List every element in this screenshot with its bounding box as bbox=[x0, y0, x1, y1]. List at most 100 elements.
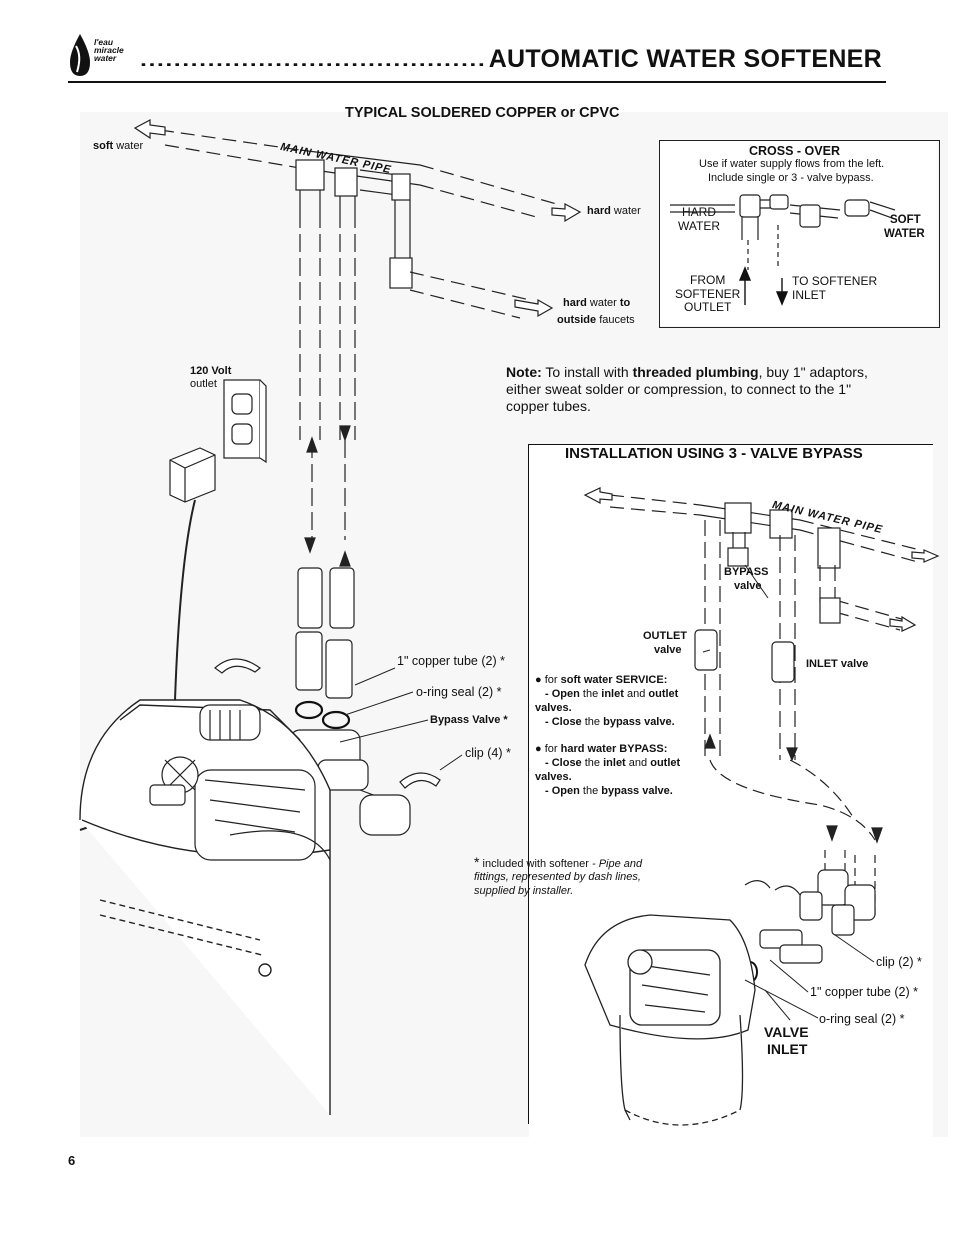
inlet-valve-text: valve bbox=[840, 658, 869, 670]
soft-water-label-bold: soft bbox=[93, 140, 114, 152]
bypass-step-2-open: - Open bbox=[545, 785, 580, 797]
o-ring-label: o-ring seal (2) * bbox=[416, 685, 502, 699]
logo-wordmark: l'eau miracle water bbox=[94, 37, 124, 63]
service-title: soft water SERVICE: bbox=[560, 674, 668, 686]
volt-label: 120 Volt bbox=[190, 365, 232, 377]
service-step-1-valves: valves. bbox=[535, 702, 572, 714]
inlet-valve-label: INLET valve bbox=[806, 658, 868, 671]
install-o-ring-label: o-ring seal (2) * bbox=[819, 1012, 905, 1026]
valve-inlet-label-1: VALVE bbox=[764, 1024, 809, 1040]
outlet-valve-title: OUTLET bbox=[643, 630, 687, 642]
leader-lines bbox=[339, 564, 875, 1021]
bypass-valve-sub: valve bbox=[734, 580, 762, 592]
hard-water-label: hard water bbox=[587, 205, 641, 218]
outside-faucets-line-2: outside faucets bbox=[557, 314, 635, 327]
bypass-step-2-bypass: bypass valve. bbox=[601, 785, 673, 797]
service-bullet: ● for bbox=[535, 674, 558, 686]
hard-water-label-bold: hard bbox=[587, 205, 611, 217]
install-copper-tube-label: 1" copper tube (2) * bbox=[810, 985, 918, 999]
footnote-star: * bbox=[474, 854, 480, 870]
soft-water-label-text: water bbox=[116, 140, 144, 152]
install-box-top-rule bbox=[528, 444, 933, 445]
install-box-left-rule bbox=[528, 444, 529, 1124]
note-label: Note: bbox=[506, 364, 542, 380]
crossover-to-1: TO SOFTENER bbox=[792, 274, 878, 288]
page-title: AUTOMATIC WATER SOFTENER bbox=[488, 45, 882, 73]
hard-water-label-text: water bbox=[613, 205, 641, 217]
outside-faucets-line-1: hard water to bbox=[563, 297, 630, 310]
footnote-line-1: * included with softener - Pipe and bbox=[474, 854, 643, 871]
footnote-line-3: supplied by installer. bbox=[474, 885, 574, 897]
install-title: INSTALLATION USING 3 - VALVE BYPASS bbox=[565, 445, 863, 462]
bypass-step-2: - Open the bypass valve. bbox=[545, 785, 673, 798]
bypass-step-1-inlet: inlet bbox=[603, 757, 626, 769]
outside-faucets-bold-3: outside bbox=[557, 314, 597, 326]
service-step-2-close: - Close bbox=[545, 716, 582, 728]
service-step-2-the: the bbox=[584, 716, 601, 728]
page-number: 6 bbox=[68, 1153, 76, 1168]
outside-faucets-text-1: water bbox=[589, 297, 617, 309]
bypass-step-1-the: the bbox=[584, 757, 601, 769]
footnote-italic-1: - Pipe and bbox=[591, 858, 643, 870]
threaded-plumbing-note: Note: To install with threaded plumbing,… bbox=[506, 364, 876, 415]
bypass-bullet: ● for bbox=[535, 743, 558, 755]
service-step-1-inlet: inlet bbox=[601, 688, 624, 700]
o-ring-seals bbox=[294, 700, 351, 730]
control-valve-left bbox=[149, 704, 331, 861]
valve-inlet-label-2: INLET bbox=[767, 1041, 808, 1057]
crossover-hard-1: HARD bbox=[682, 205, 717, 219]
service-step-1-and: and bbox=[626, 688, 646, 700]
bypass-step-1-valves: valves. bbox=[535, 771, 572, 783]
crossover-line-2: Include single or 3 - valve bypass. bbox=[708, 172, 874, 184]
logo-line-1: l'eau bbox=[94, 37, 114, 47]
outside-faucets-bold-2: to bbox=[619, 297, 631, 309]
crossover-title: CROSS - OVER bbox=[749, 144, 840, 158]
footnote-line-2: fittings, represented by dash lines, bbox=[474, 871, 641, 883]
service-step-1-open: - Open bbox=[545, 688, 580, 700]
main-water-pipe-left bbox=[159, 129, 561, 540]
service-step-2: - Close the bypass valve. bbox=[545, 716, 675, 729]
flow-arrows-left bbox=[133, 119, 582, 567]
bypass-title: hard water BYPASS: bbox=[560, 743, 668, 755]
note-text-2: , buy 1" adaptors, either sweat solder o… bbox=[506, 364, 868, 414]
crossover-to-2: INLET bbox=[792, 288, 827, 302]
crossover-from-1: FROM bbox=[690, 273, 726, 287]
crossover-background bbox=[660, 141, 937, 326]
outside-faucets-bold-1: hard bbox=[563, 297, 587, 309]
crossover-soft-2: WATER bbox=[884, 228, 925, 240]
crossover-arrows bbox=[738, 266, 789, 306]
bypass-step-1: - Close the inlet and outlet bbox=[545, 757, 680, 770]
bypass-step-2-the: the bbox=[582, 785, 599, 797]
copper-tubes bbox=[295, 567, 355, 699]
softener-tank-right bbox=[584, 914, 756, 1126]
service-heading: ● for soft water SERVICE: bbox=[535, 674, 667, 687]
bypass-heading: ● for hard water BYPASS: bbox=[535, 743, 667, 756]
clips bbox=[214, 658, 441, 789]
install-clip-label: clip (2) * bbox=[876, 955, 922, 969]
header-leader-dots: ........................................… bbox=[140, 52, 485, 66]
flow-arrows-right bbox=[583, 487, 940, 844]
crossover-line-1: Use if water supply flows from the left. bbox=[699, 158, 885, 170]
bypass-step-1-close: - Close bbox=[545, 757, 582, 769]
service-step-1: - Open the inlet and outlet bbox=[545, 688, 678, 701]
crossover-from-2: SOFTENER bbox=[675, 287, 741, 301]
logo-line-2: miracle bbox=[94, 45, 124, 55]
bypass-step-1-and: and bbox=[628, 757, 648, 769]
service-step-1-outlet: outlet bbox=[648, 688, 679, 700]
copper-tube-label: 1" copper tube (2) * bbox=[397, 654, 505, 668]
install-fittings bbox=[744, 850, 876, 964]
logo-line-3: water bbox=[94, 53, 117, 63]
diagram-subtitle: TYPICAL SOLDERED COPPER or CPVC bbox=[345, 105, 620, 121]
bypass-valve-title: BYPASS bbox=[724, 566, 769, 578]
outlet-label: outlet bbox=[190, 378, 217, 390]
crossover-hard-2: WATER bbox=[678, 219, 720, 233]
inlet-valve-bold: INLET bbox=[806, 658, 838, 670]
crossover-soft-1: SOFT bbox=[890, 214, 921, 226]
crossover-box bbox=[659, 140, 940, 328]
soft-water-label: soft water bbox=[93, 140, 143, 153]
note-bold: threaded plumbing bbox=[632, 364, 759, 380]
outside-faucets-text-2: faucets bbox=[599, 314, 635, 326]
outlet-valve-sub: valve bbox=[654, 644, 682, 656]
electrical-outlet bbox=[223, 379, 267, 464]
service-step-2-bypass: bypass valve. bbox=[603, 716, 675, 728]
